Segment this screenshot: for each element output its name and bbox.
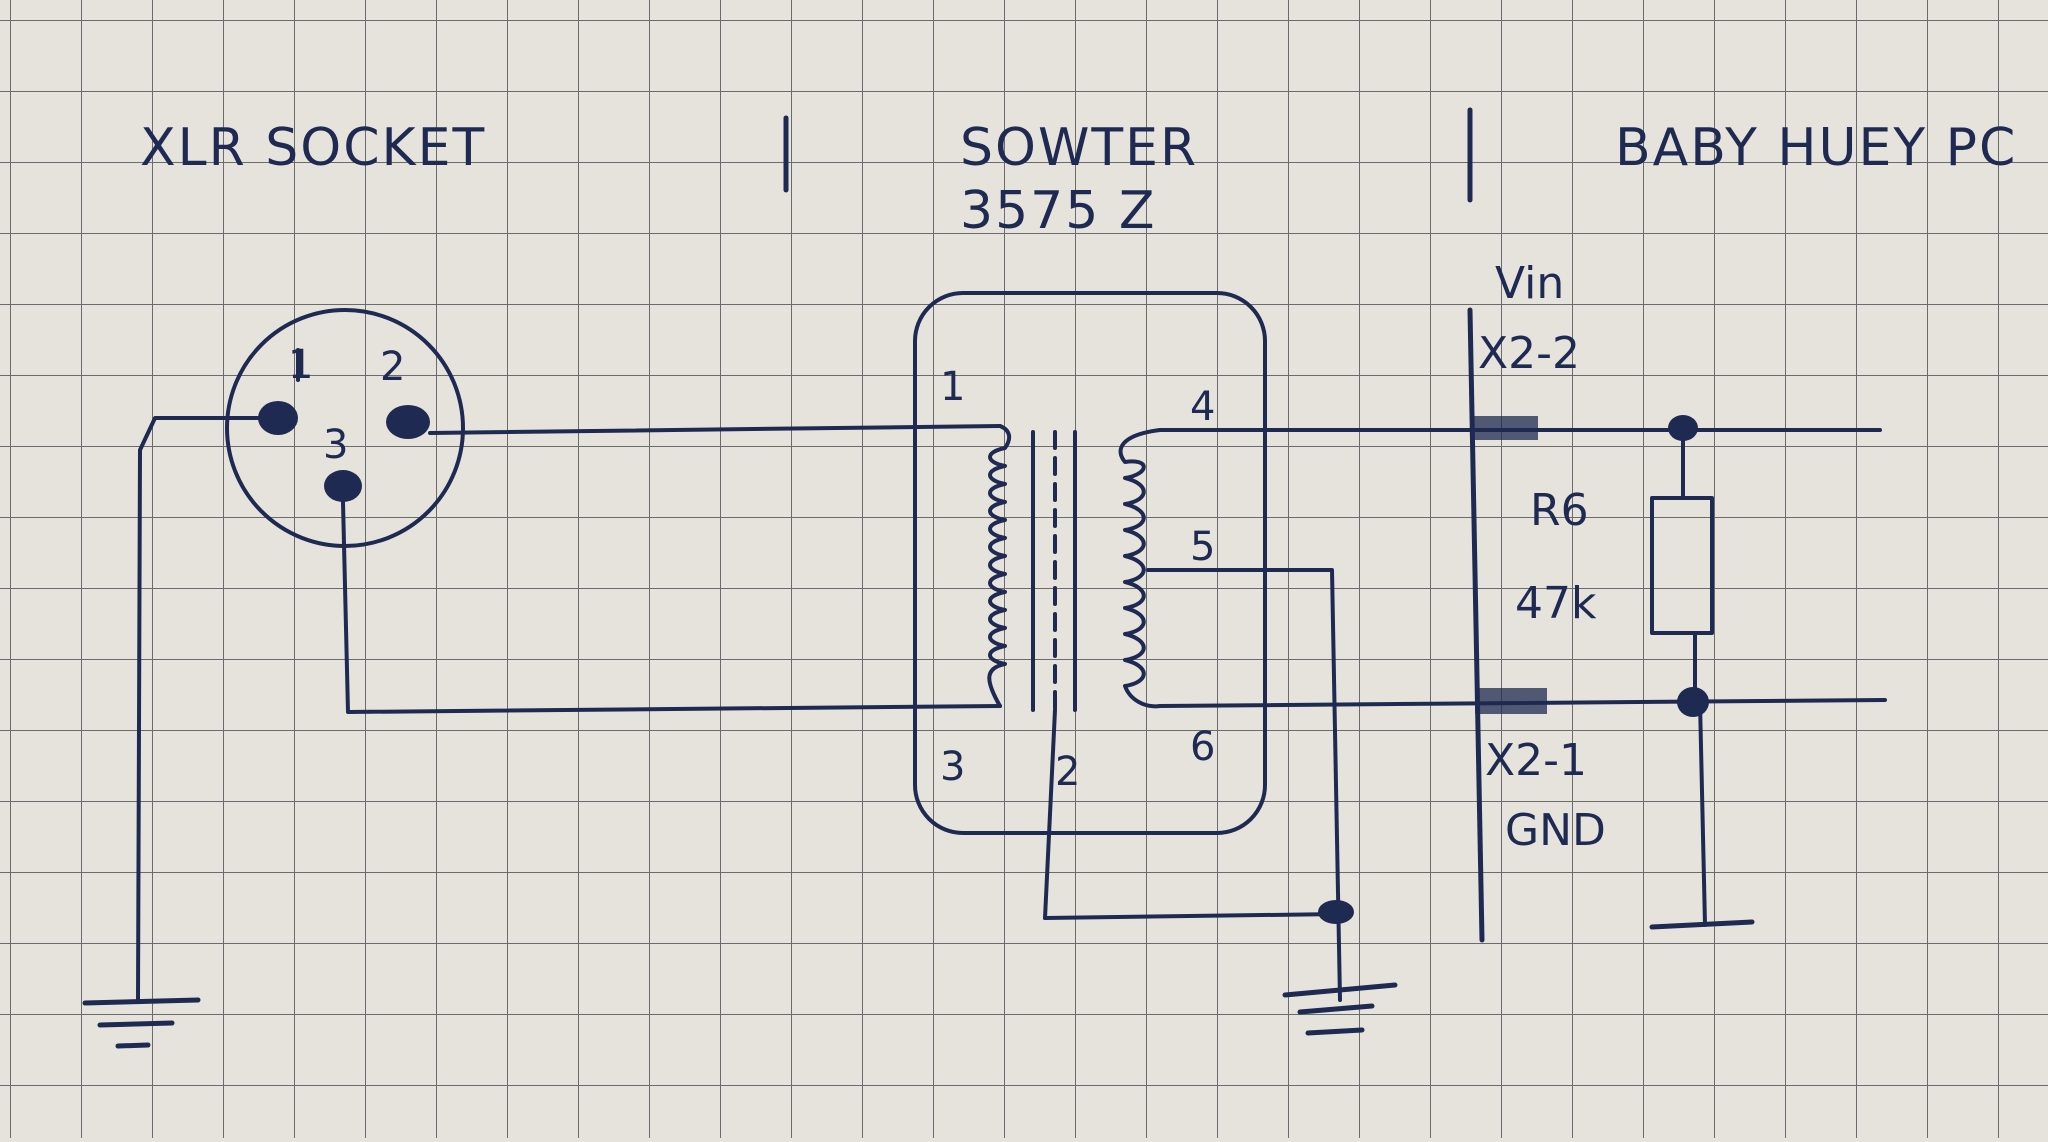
transformer-title: SOWTER — [960, 118, 1198, 178]
transformer: 1 2 3 4 5 6 — [913, 291, 1267, 920]
secondary-winding — [1118, 428, 1162, 709]
transformer-pin-4-label: 4 — [1190, 384, 1215, 430]
connector-x2-2 — [1470, 416, 1538, 440]
xlr-pin-2-label: 2 — [380, 344, 405, 390]
transformer-pin-3-label: 3 — [940, 744, 965, 790]
resistor-r6: R6 47k — [1515, 415, 1714, 717]
gnd-label: GND — [1505, 805, 1606, 856]
wire-gnd-to-chassis — [1698, 700, 1707, 927]
connector-x2-1 — [1475, 688, 1547, 714]
ground-symbol-left — [82, 997, 201, 1049]
r6-label: R6 — [1530, 485, 1589, 536]
wire-pin5-to-ground — [1146, 568, 1342, 1002]
transformer-pin-1-label: 1 — [940, 364, 965, 410]
r6-body — [1650, 496, 1714, 635]
board-edge-line — [1467, 307, 1485, 943]
xlr-pin-3-contact — [324, 470, 362, 502]
xlr-pin-2-contact — [386, 405, 430, 439]
wire-xlr-pin3-to-primary — [341, 500, 1002, 714]
junction-dot-gnd — [1677, 687, 1709, 717]
vin-label: Vin — [1495, 258, 1564, 309]
chassis-ground-bar — [1649, 919, 1755, 930]
xlr-pin-3-label: 3 — [323, 422, 348, 468]
transformer-pin-2-label: 2 — [1055, 749, 1080, 795]
xlr-pin-1-label: 1 — [288, 342, 313, 388]
transformer-model: 3575 Z — [960, 181, 1157, 241]
ground-symbol-mid — [1282, 982, 1398, 1036]
x2-2-label: X2-2 — [1478, 328, 1580, 379]
wire-shield-to-ground — [1043, 912, 1342, 920]
xlr-socket-title: XLR SOCKET — [140, 118, 486, 178]
ground-junction-dot — [1318, 900, 1354, 924]
shield-to-ground-wire — [1043, 708, 1057, 920]
transformer-pin-6-label: 6 — [1190, 724, 1215, 770]
r6-value: 47k — [1515, 578, 1597, 629]
transformer-pin-5-label: 5 — [1190, 524, 1215, 570]
wire-xlr-pin2-to-primary — [428, 424, 1002, 435]
x2-1-label: X2-1 — [1485, 735, 1587, 786]
board-title: BABY HUEY PC — [1615, 118, 2017, 178]
wire-xlr-pin1-to-ground — [136, 416, 262, 1002]
transformer-outline — [913, 291, 1267, 835]
primary-winding — [987, 424, 1012, 708]
xlr-pin-1-contact — [258, 401, 298, 435]
